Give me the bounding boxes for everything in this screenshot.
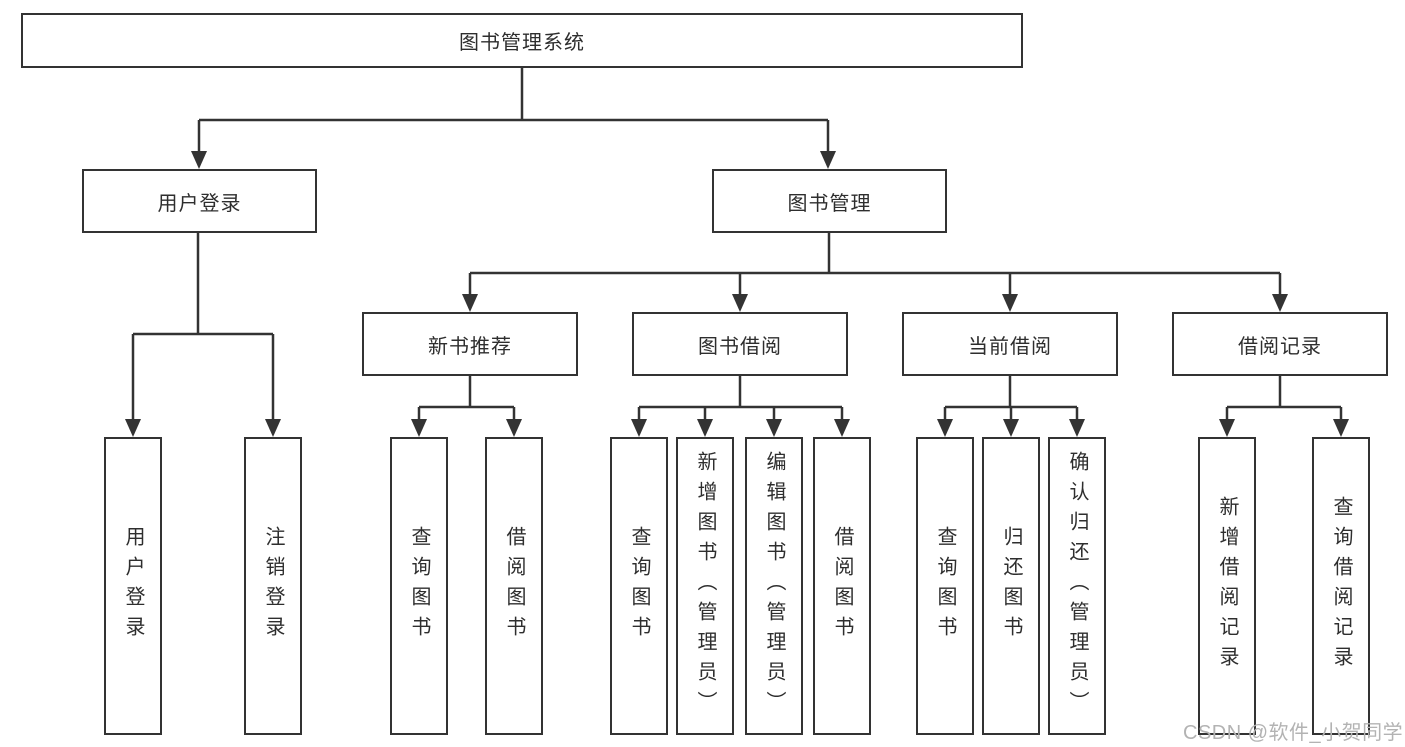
leaf-label: 查询图书 [934,526,956,646]
node-leaf-return-book: 归还图书 [982,437,1040,735]
node-leaf-query-book-recommend: 查询图书 [390,437,448,735]
node-leaf-borrow-book: 借阅图书 [813,437,871,735]
leaf-label: 用户登录 [122,526,144,646]
node-leaf-confirm-return-admin: 确认归还（管理员） [1048,437,1106,735]
arrow-down-icons [125,151,1349,437]
node-leaf-query-book-current: 查询图书 [916,437,974,735]
node-leaf-add-borrow-record: 新增借阅记录 [1198,437,1256,735]
node-borrow-record: 借阅记录 [1172,312,1388,376]
leaf-label: 借阅图书 [503,526,525,646]
node-new-book-recommend: 新书推荐 [362,312,578,376]
leaf-label: 新增图书（管理员） [694,451,716,721]
node-leaf-borrow-book-recommend: 借阅图书 [485,437,543,735]
node-leaf-edit-book-admin: 编辑图书（管理员） [745,437,803,735]
node-book-management: 图书管理 [712,169,947,233]
leaf-label: 查询图书 [408,526,430,646]
leaf-label: 注销登录 [262,526,284,646]
node-leaf-logout: 注销登录 [244,437,302,735]
leaf-label: 借阅图书 [831,526,853,646]
node-root: 图书管理系统 [21,13,1023,68]
leaf-label: 归还图书 [1000,526,1022,646]
leaf-label: 编辑图书（管理员） [763,451,785,721]
node-current-borrow: 当前借阅 [902,312,1118,376]
node-leaf-query-book-borrow: 查询图书 [610,437,668,735]
node-leaf-add-book-admin: 新增图书（管理员） [676,437,734,735]
leaf-label: 新增借阅记录 [1216,496,1238,676]
node-book-borrow: 图书借阅 [632,312,848,376]
node-user-login: 用户登录 [82,169,317,233]
leaf-label: 查询借阅记录 [1330,496,1352,676]
node-leaf-query-borrow-record: 查询借阅记录 [1312,437,1370,735]
leaf-label: 查询图书 [628,526,650,646]
node-leaf-user-login: 用户登录 [104,437,162,735]
watermark: CSDN @软件_小贺同学 [1183,722,1404,744]
leaf-label: 确认归还（管理员） [1066,451,1088,721]
